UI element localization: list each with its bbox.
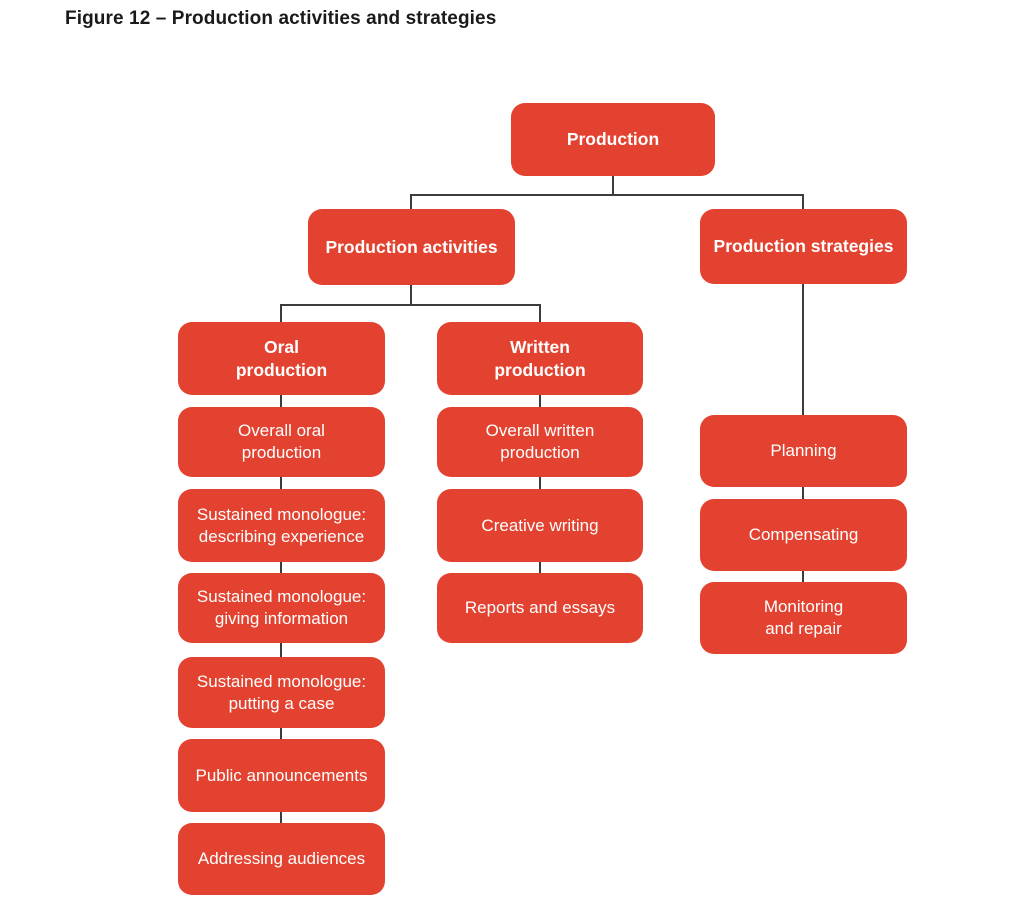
node-sustained-monologue-giving-information: Sustained monologue: giving information (178, 573, 385, 643)
node-production-strategies: Production strategies (700, 209, 907, 284)
connector-strategies-stem (802, 284, 804, 415)
connector-oral-1 (280, 395, 282, 407)
connector-written-drop (539, 304, 541, 322)
node-monitoring-and-repair: Monitoring and repair (700, 582, 907, 654)
node-compensating: Compensating (700, 499, 907, 571)
connector-oral-6 (280, 812, 282, 823)
connector-oral-4 (280, 643, 282, 657)
node-creative-writing: Creative writing (437, 489, 643, 562)
connector-oral-5 (280, 728, 282, 739)
connector-activities-stem (410, 285, 412, 304)
connector-oral-2 (280, 477, 282, 489)
connector-level3-rail (280, 304, 541, 306)
figure-title: Figure 12 – Production activities and st… (65, 8, 497, 29)
node-overall-written-production: Overall written production (437, 407, 643, 477)
connector-production-stem (612, 176, 614, 194)
connector-oral-drop (280, 304, 282, 322)
node-sustained-monologue-describing-experience: Sustained monologue: describing experien… (178, 489, 385, 562)
connector-strategies-2 (802, 571, 804, 582)
connector-strategies-drop (802, 194, 804, 209)
connector-oral-3 (280, 562, 282, 573)
node-written-production: Written production (437, 322, 643, 395)
connector-written-2 (539, 477, 541, 489)
connector-written-1 (539, 395, 541, 407)
node-production: Production (511, 103, 715, 176)
node-planning: Planning (700, 415, 907, 487)
connector-level2-rail (410, 194, 804, 196)
node-public-announcements: Public announcements (178, 739, 385, 812)
node-reports-and-essays: Reports and essays (437, 573, 643, 643)
connector-strategies-1 (802, 487, 804, 499)
connector-written-3 (539, 562, 541, 573)
node-sustained-monologue-putting-a-case: Sustained monologue: putting a case (178, 657, 385, 728)
connector-activities-drop (410, 194, 412, 209)
node-addressing-audiences: Addressing audiences (178, 823, 385, 895)
node-production-activities: Production activities (308, 209, 515, 285)
node-overall-oral-production: Overall oral production (178, 407, 385, 477)
node-oral-production: Oral production (178, 322, 385, 395)
